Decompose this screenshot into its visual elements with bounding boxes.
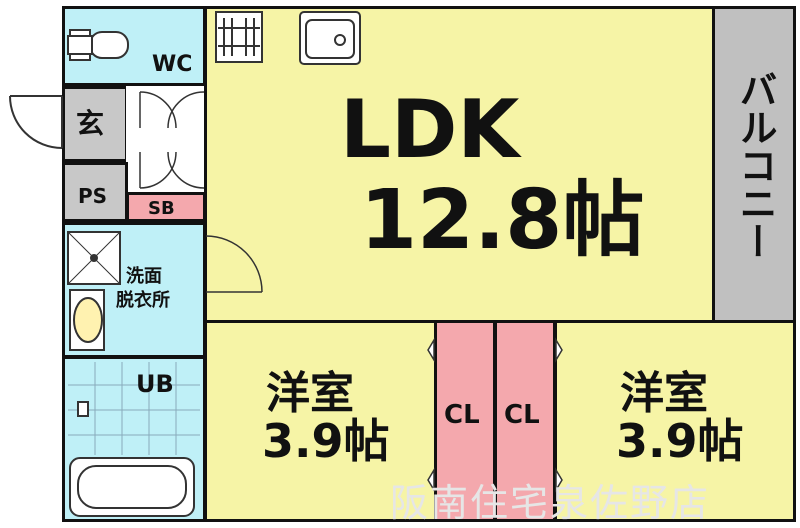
- label-western-right-name: 洋室: [620, 368, 708, 419]
- wash-basin-icon: [69, 289, 105, 351]
- closet-door-markers: [427, 337, 563, 493]
- room-western-left: [204, 320, 438, 522]
- watermark-text: 阪南住宅泉佐野店: [390, 481, 711, 525]
- label-washroom-line1: 洗面: [126, 266, 162, 287]
- label-closet-right: CL: [504, 400, 540, 430]
- toilet-icon: [67, 29, 129, 61]
- bath-tile-grid: [68, 362, 200, 455]
- stove-icon: [215, 11, 263, 63]
- label-ldk-size: 12.8帖: [360, 173, 645, 268]
- entrance-door-icon: [9, 95, 63, 149]
- label-wc: WC: [152, 52, 193, 77]
- label-closet-left: CL: [444, 400, 480, 430]
- room-ldk: [204, 6, 716, 324]
- label-entrance: 玄: [76, 107, 105, 140]
- room-western-right: [554, 320, 796, 522]
- room-shoe-box: [126, 192, 206, 222]
- faucet-icon: [77, 401, 89, 417]
- label-western-right-size: 3.9帖: [616, 414, 744, 468]
- hall-door-icon: [139, 91, 205, 189]
- room-balcony: [712, 6, 796, 324]
- room-closet-right: [494, 320, 556, 522]
- label-western-left-size: 3.9帖: [262, 414, 390, 468]
- label-ub: UB: [136, 370, 174, 398]
- sink-icon: [299, 11, 361, 65]
- room-entrance: [62, 86, 128, 162]
- room-ps: [62, 162, 128, 222]
- label-ldk-name: LDK: [340, 83, 520, 176]
- washing-machine-icon: [67, 231, 121, 285]
- label-balcony: バルコニー: [733, 70, 777, 260]
- label-washroom-line2: 脱衣所: [116, 290, 170, 311]
- label-ps: PS: [78, 184, 108, 208]
- ldk-door-icon: [205, 235, 263, 293]
- bathtub-icon: [69, 457, 195, 517]
- label-sb: SB: [148, 198, 175, 219]
- label-western-left-name: 洋室: [266, 368, 354, 419]
